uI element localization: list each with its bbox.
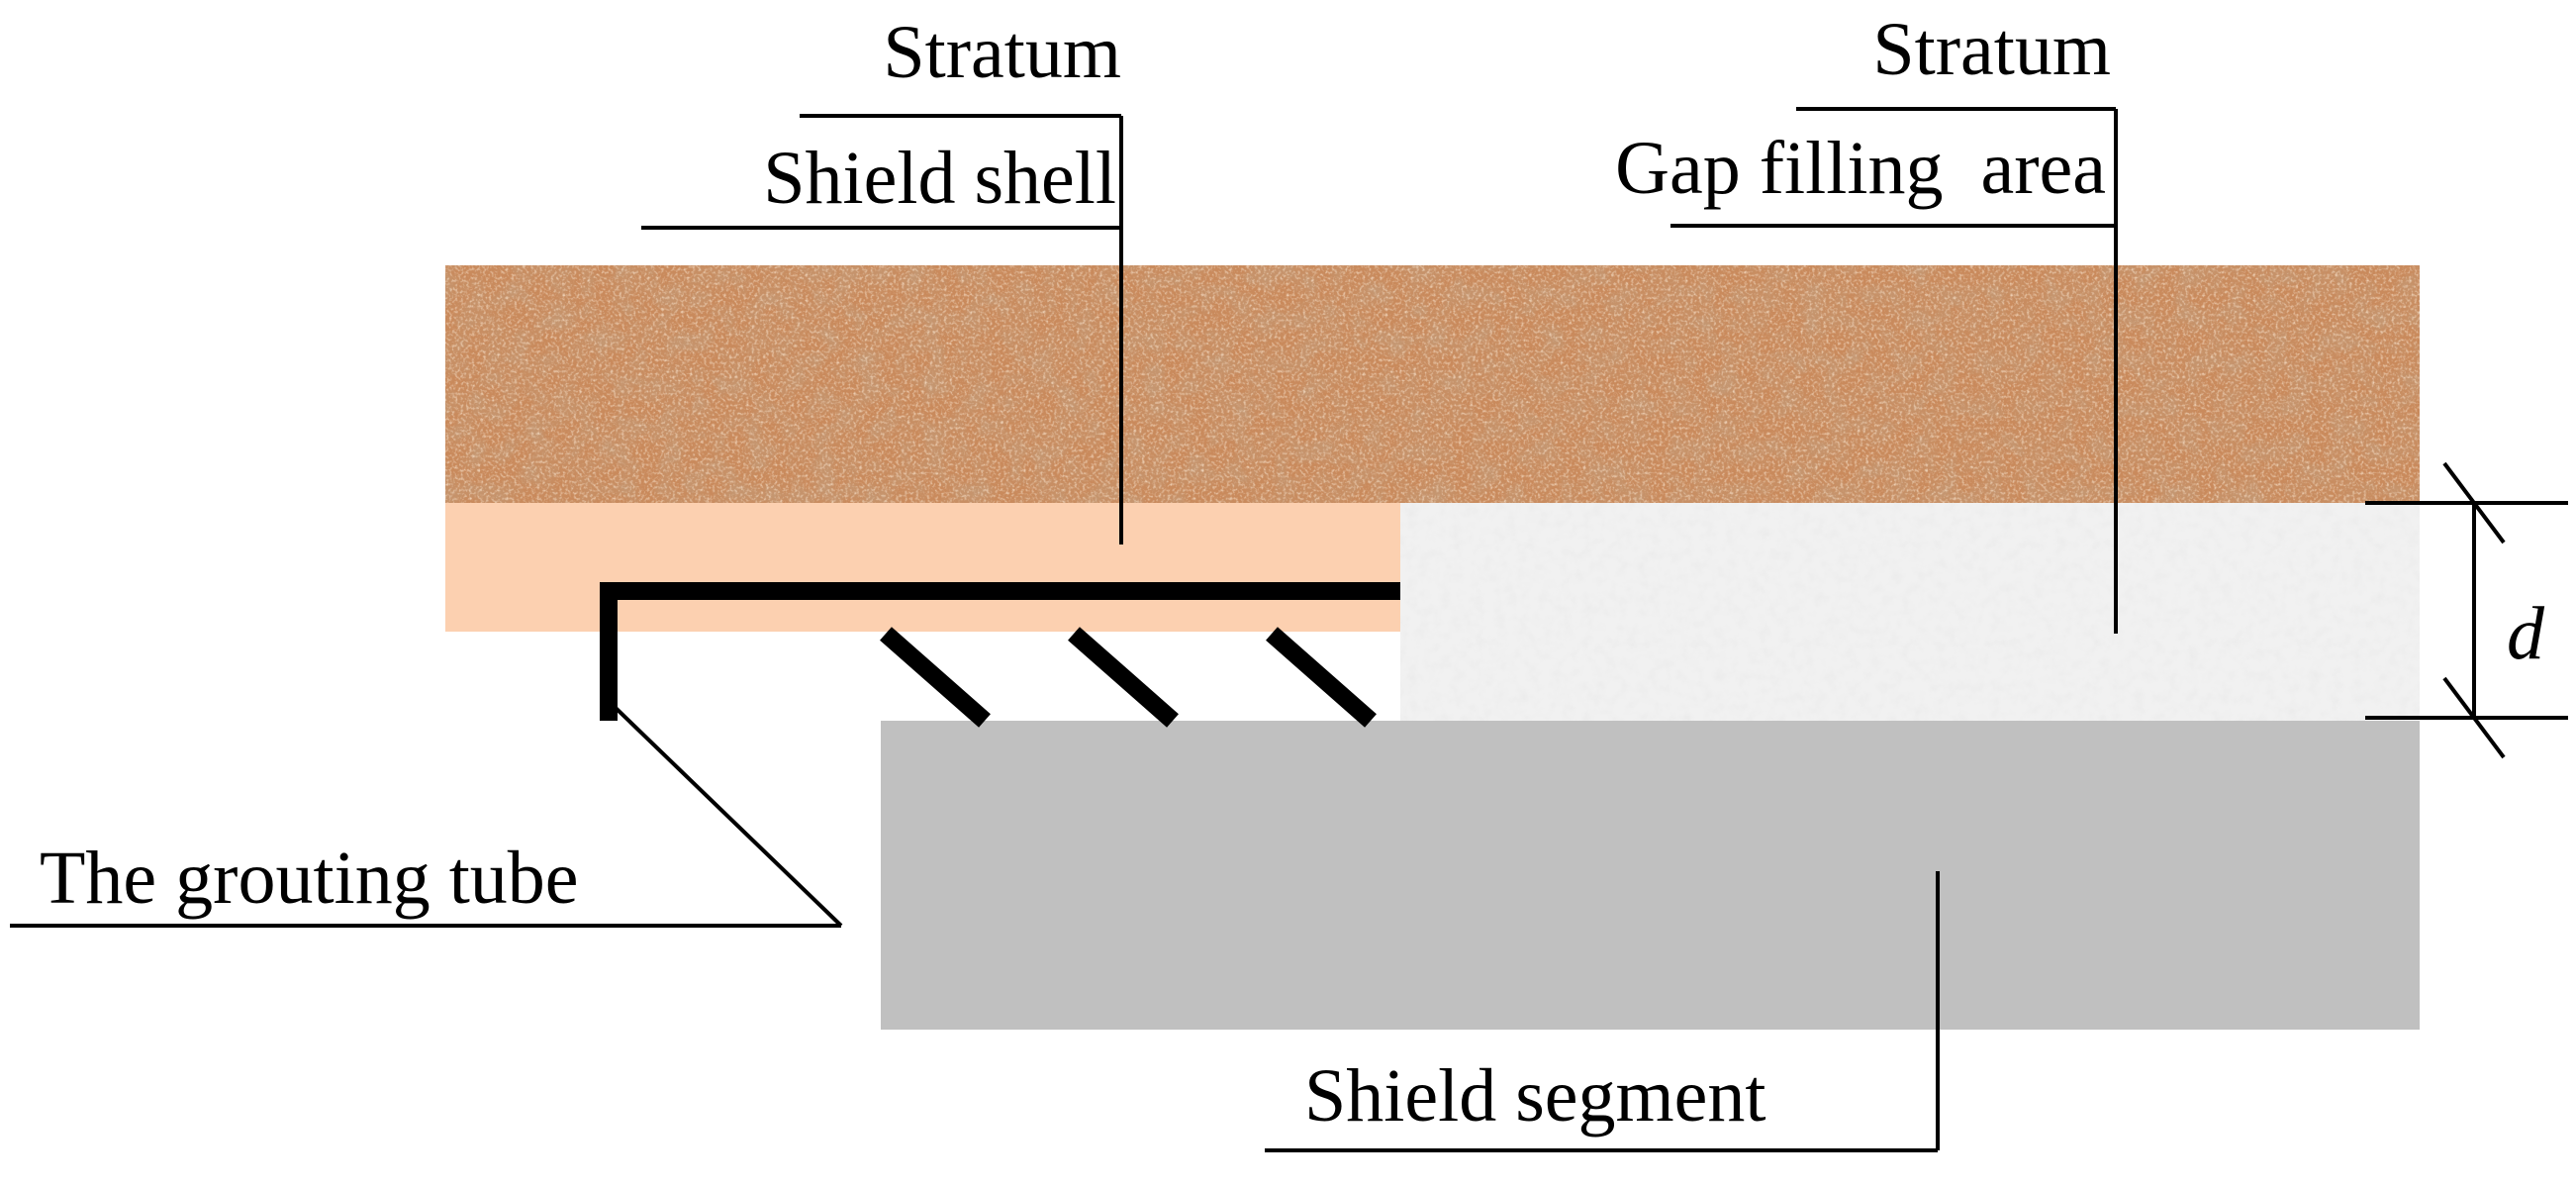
tail-seal-hatch [880, 627, 1377, 728]
leader-stratum-left [800, 114, 1123, 545]
leader-grouting-tube [10, 706, 843, 928]
label-stratum-right: Stratum [1872, 8, 2111, 91]
stratum-layer [445, 265, 2420, 503]
dimension-d: d [2365, 461, 2568, 759]
hatch-stroke-3 [1266, 627, 1377, 728]
dim-tick-top [2442, 461, 2506, 545]
label-stratum-left: Stratum [883, 11, 1121, 94]
leader-stratum-right [1796, 107, 2118, 634]
leader-shield-segment [1265, 871, 1940, 1152]
label-gap-filling-area: Gap filling area [1615, 127, 2106, 210]
hatch-stroke-1 [880, 627, 991, 728]
dim-tick-bottom [2442, 676, 2506, 759]
hatch-stroke-2 [1068, 627, 1179, 728]
shield-shell-zone [445, 503, 1400, 632]
label-grouting-tube: The grouting tube [40, 837, 579, 920]
label-shield-segment: Shield segment [1304, 1054, 1766, 1138]
label-shield-shell: Shield shell [763, 137, 1116, 220]
shield-segment [881, 721, 2420, 1030]
dimension-d-label: d [2507, 592, 2545, 675]
gap-filling-layer [1400, 503, 2420, 721]
gap-filling-texture [1400, 503, 2420, 721]
stratum-texture-light [445, 265, 2420, 503]
